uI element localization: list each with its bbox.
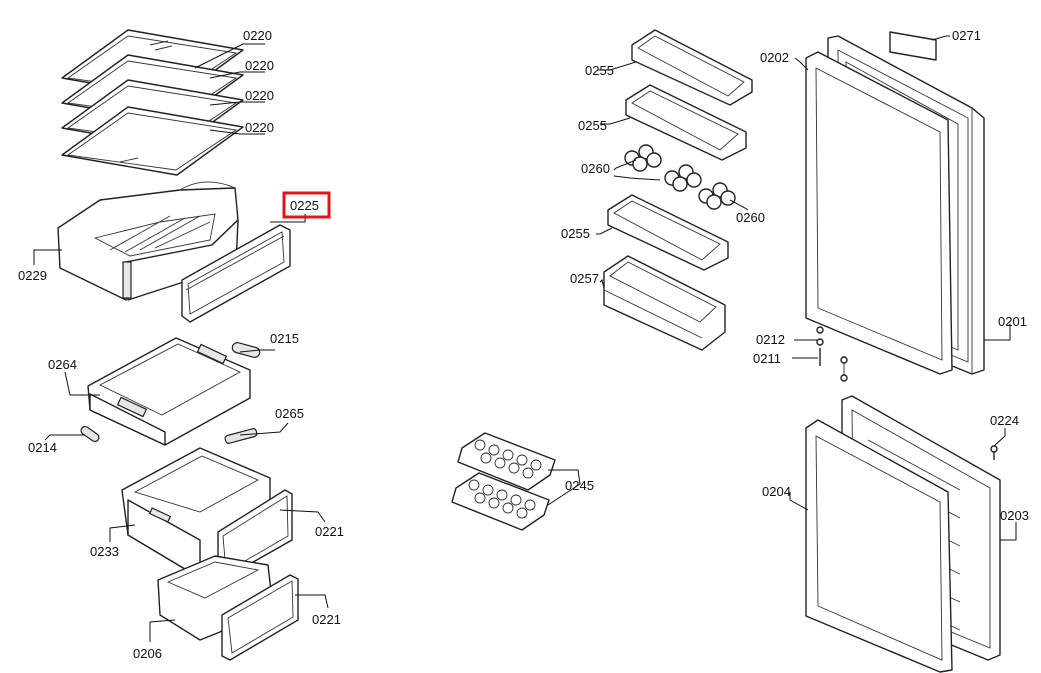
callout-0245: 0245 [565,478,594,493]
callout-0220-3: 0220 [245,88,274,103]
egg-holder-0260-b[interactable] [664,164,702,192]
callout-0260-1: 0260 [581,161,610,176]
callout-0265: 0265 [275,406,304,421]
screw-0224[interactable] [990,445,998,460]
cover-0271[interactable] [889,31,937,61]
hinge-pin-0212[interactable] [816,326,848,382]
callout-0201: 0201 [998,314,1027,329]
clip-0215[interactable] [231,342,261,359]
clip-0214[interactable] [80,425,101,443]
callout-0255-1: 0255 [585,63,614,78]
callout-0220-4: 0220 [245,120,274,135]
callout-0264: 0264 [48,357,77,372]
callout-0202: 0202 [760,50,789,65]
bottle-shelf-0257[interactable] [603,255,726,351]
callout-0215: 0215 [270,331,299,346]
callout-0225[interactable]: 0225 [290,198,319,213]
callout-0206: 0206 [133,646,162,661]
callout-0255-2: 0255 [578,118,607,133]
callout-0271: 0271 [952,28,981,43]
freezer-tray-0264[interactable] [87,337,251,446]
door-gasket-0202[interactable] [805,51,953,375]
callout-0203: 0203 [1000,508,1029,523]
freezer-drawer-front-0221-lower[interactable] [221,574,299,661]
callout-0211: 0211 [753,351,781,366]
callout-labels: 0220 0220 0220 0220 0225 0229 0215 0264 … [18,28,1029,661]
callout-0233: 0233 [90,544,119,559]
screw-0211[interactable] [816,338,824,366]
leader-lines [33,35,1017,642]
glass-shelf-0220-4[interactable] [61,106,244,176]
callout-0229: 0229 [18,268,47,283]
callout-0221-lower: 0221 [312,612,341,627]
door-bin-0255-top[interactable] [631,29,753,106]
highlight-box-0225 [282,191,331,219]
callout-0260-2: 0260 [736,210,765,225]
crisper-drawer-0229[interactable] [57,181,239,301]
ice-tray-0245-lower[interactable] [451,472,550,531]
callout-0214: 0214 [28,440,57,455]
ice-tray-0245-upper[interactable] [457,432,556,491]
rail-0265[interactable] [224,428,258,444]
drawer-front-panel-0225[interactable] [181,224,291,323]
door-bin-0255-second[interactable] [625,84,747,161]
callout-0257: 0257 [570,271,599,286]
freezer-gasket-0204[interactable] [805,419,953,673]
door-bin-0255-third[interactable] [607,194,729,271]
callout-0221-upper: 0221 [315,524,344,539]
egg-holder-0260-a[interactable] [624,144,662,172]
callout-0220-2: 0220 [245,58,274,73]
egg-holder-0260-c[interactable] [698,182,736,210]
callout-0212: 0212 [756,332,785,347]
callout-0220-1: 0220 [243,28,272,43]
callout-0224: 0224 [990,413,1019,428]
callout-0255-3: 0255 [561,226,590,241]
callout-0204: 0204 [762,484,791,499]
